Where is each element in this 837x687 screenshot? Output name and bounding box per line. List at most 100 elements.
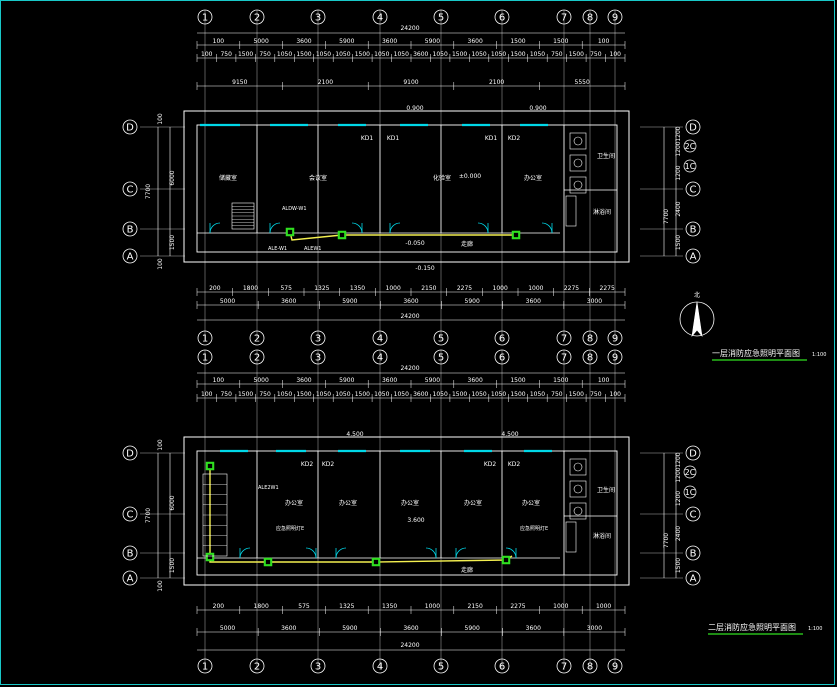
axis-bubble-9: 9	[612, 353, 618, 364]
level-corridor: -0.050	[405, 240, 425, 247]
plans	[183, 110, 630, 586]
top-dims-row1-text: 5900	[425, 38, 440, 45]
row-bubble-left-D: D	[126, 449, 134, 460]
shower-fixture	[565, 521, 577, 553]
axis-bubble-9-circle	[607, 349, 623, 365]
panel-label-1: ALE2W1	[258, 485, 279, 491]
axis-bubble-bottom-5: 5	[438, 334, 444, 345]
axis-bubble-bottom-9: 9	[612, 334, 618, 345]
corridor-label: 走廊	[461, 566, 473, 574]
top-dims-row2-p2-text: 1500	[296, 391, 311, 398]
room-label-6: 卫生间	[597, 486, 615, 494]
top-dims-row2-text: 1050	[394, 51, 409, 58]
axis-bubble-4: 4	[377, 13, 383, 24]
top-dims-row2-text: 1500	[569, 51, 584, 58]
row-bubble-left-B: B	[127, 225, 134, 236]
side-dim-left-text: 100	[157, 113, 164, 125]
top-dims-row3-text: 9150	[232, 79, 247, 86]
panel-label-2: ALE-W1	[268, 246, 287, 252]
axis-bubble-3: 3	[315, 662, 321, 673]
axis-bubble-5: 5	[438, 353, 444, 364]
top-dims-row2-p2-text: 1050	[277, 391, 292, 398]
door-code-1: KD2	[301, 461, 314, 468]
row-bubble-left-B-circle	[122, 545, 138, 561]
corridor-label: 走廊	[461, 240, 473, 248]
axis-bubble-5: 5	[438, 662, 444, 673]
bottom-dims-row1-text: 2275	[600, 285, 615, 292]
total-length: 24200	[400, 642, 419, 649]
top-dims-row2-text: 1500	[355, 51, 370, 58]
axis-bubble-8-circle	[582, 349, 598, 365]
axis-bubble-4-circle	[372, 349, 388, 365]
sub-axis-circle	[683, 465, 697, 479]
wc-bowl	[573, 136, 583, 146]
axis-bubble-1: 1	[202, 13, 208, 24]
total-length: 24200	[400, 365, 419, 372]
outer-wall	[183, 436, 630, 586]
door-1	[239, 547, 251, 559]
top-dims-row2-text: 1050	[316, 51, 331, 58]
row-bubble-left-C-circle	[122, 506, 138, 522]
axis-bubble-6-circle	[494, 658, 510, 674]
axis-bubble-bottom-8: 8	[587, 334, 593, 345]
side-dim-left-text: 6000	[169, 170, 176, 185]
row-bubble-right-A-circle	[685, 570, 701, 586]
axis-bubble-6-circle	[494, 349, 510, 365]
bottom-dims-row2-p2-text: 5000	[220, 625, 235, 632]
top-dims-row1-p2-text: 5900	[339, 377, 354, 384]
top-dims-row1-p2-text: 1500	[553, 377, 568, 384]
top-dims-row2-p2-text: 1050	[374, 391, 389, 398]
room-label-6: 淋浴间	[593, 208, 611, 216]
sub-axis-circle	[683, 159, 697, 173]
axis-bubble-7-circle	[556, 658, 572, 674]
side-dim-left-text: 100	[157, 580, 164, 592]
emergency-light-2-inner	[207, 554, 213, 560]
axis-bubble-2-circle	[249, 658, 265, 674]
door-code-3: KD1	[485, 135, 498, 142]
panel-label-2: 应急照明灯E	[276, 525, 304, 532]
total-length-bottom: 24200	[400, 313, 419, 320]
axis-bubble-1: 1	[202, 353, 208, 364]
side-dim-right-text: 7700	[663, 533, 670, 548]
row-bubble-right-B: B	[690, 549, 697, 560]
wc-fixture	[569, 132, 587, 150]
top-dims-row1-text: 3600	[296, 38, 311, 45]
axis-bubble-2-circle	[249, 9, 265, 25]
door-5	[455, 547, 467, 559]
bottom-dims-row2-text: 3600	[281, 298, 296, 305]
wc-bowl	[573, 462, 583, 472]
axis-bubble-bottom-9-circle	[607, 330, 623, 346]
side-dim-right-text: 2400	[675, 201, 682, 216]
axis-bubble-1-circle	[197, 349, 213, 365]
north-label: 北	[694, 291, 700, 299]
axis-bubble-2-circle	[249, 349, 265, 365]
sub-axis-2C: 2C	[685, 468, 696, 477]
axis-bubble-5: 5	[438, 13, 444, 24]
axis-bubble-bottom-8-circle	[582, 330, 598, 346]
door-4	[389, 222, 401, 234]
top-dims-row2-p2-text: 1500	[510, 391, 525, 398]
axis-bubble-7: 7	[561, 353, 567, 364]
top-dims-row2-text: 750	[590, 51, 602, 58]
room-label-7: 淋浴间	[593, 532, 611, 540]
row-bubble-right-D-circle	[685, 445, 701, 461]
axis-bubble-7: 7	[561, 13, 567, 24]
bottom-dims-row1-p2-text: 1000	[553, 603, 568, 610]
emergency-circuit	[209, 466, 513, 563]
axis-bubble-2: 2	[254, 353, 260, 364]
top-dims-row1-text: 5000	[254, 38, 269, 45]
row-bubble-left-D: D	[126, 123, 134, 134]
door-code-2: KD1	[387, 135, 400, 142]
wc-bowl	[573, 506, 583, 516]
emergency-light-4-inner	[373, 559, 379, 565]
axis-bubble-6: 6	[499, 13, 505, 24]
top-dims-row1-p2-text: 5900	[425, 377, 440, 384]
bottom-dims-row1-text: 1000	[386, 285, 401, 292]
axis-bubble-5-circle	[433, 349, 449, 365]
top-dims-row2-p2-text: 1050	[316, 391, 331, 398]
axis-bubble-9-circle	[607, 658, 623, 674]
panel-label-1: ALDW-W1	[282, 206, 307, 212]
level-outside: -0.150	[415, 265, 435, 272]
top-dims-row2-text: 1050	[433, 51, 448, 58]
